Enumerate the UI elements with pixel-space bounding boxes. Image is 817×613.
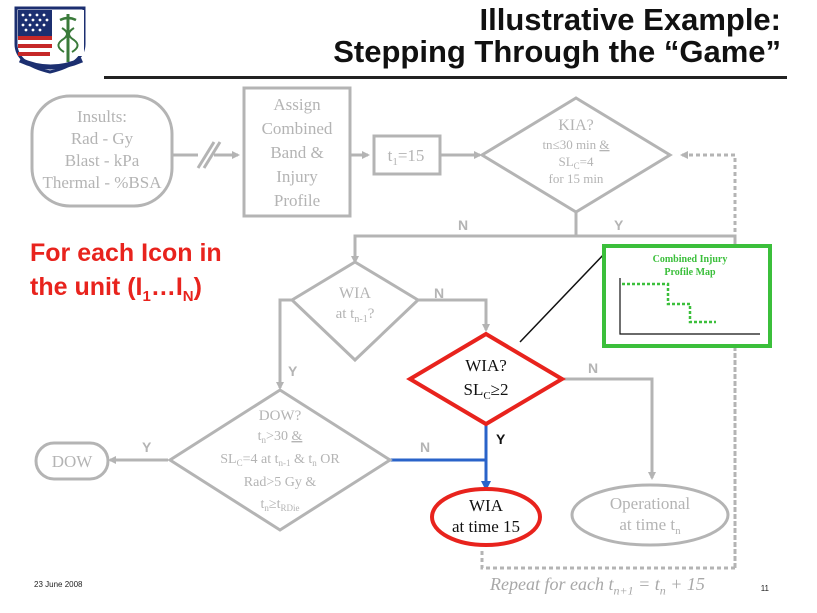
slide-title: Illustrative Example: Stepping Through t…: [333, 4, 781, 68]
repeat-note: Repeat for each tn+1 = tn + 15: [490, 574, 705, 598]
svg-text:at time 15: at time 15: [452, 517, 520, 536]
svg-text:for 15 min: for 15 min: [549, 171, 604, 186]
svg-text:WIA?: WIA?: [465, 356, 507, 375]
profile-map-box: [602, 244, 772, 348]
svg-text:at tn-1?: at tn-1?: [336, 306, 375, 325]
svg-text:Y: Y: [496, 431, 506, 447]
wia-decision: [406, 331, 566, 427]
side-note-line-2: the unit (I1…IN): [30, 273, 202, 305]
svg-text:KIA?: KIA?: [558, 117, 594, 134]
title-line-1: Illustrative Example:: [479, 2, 781, 37]
svg-text:Thermal - %BSA: Thermal - %BSA: [43, 173, 163, 192]
title-rule: [104, 76, 787, 79]
svg-text:Y: Y: [142, 439, 152, 455]
dow-decision: [167, 388, 393, 532]
svg-text:Assign: Assign: [273, 95, 321, 114]
svg-text:Combined Injury: Combined Injury: [653, 254, 728, 265]
svg-text:SLC=4 at tn-1 & tn OR: SLC=4 at tn-1 & tn OR: [220, 452, 340, 468]
svg-text:Y: Y: [288, 363, 298, 379]
svg-text:N: N: [588, 360, 598, 376]
kia-decision: [479, 96, 673, 214]
svg-text:Combined: Combined: [262, 119, 333, 138]
svg-text:DOW?: DOW?: [259, 408, 302, 424]
assign-box: [242, 86, 352, 218]
svg-text:t1=15: t1=15: [388, 146, 425, 168]
svg-text:DOW: DOW: [52, 452, 94, 471]
side-note-line-1: For each Icon in: [30, 239, 222, 267]
profile-map-callout: [519, 251, 607, 343]
insults-box: [30, 94, 174, 208]
svg-text:Insults:: Insults:: [77, 107, 127, 126]
title-line-2: Stepping Through the “Game”: [333, 34, 781, 69]
army-medical-crest-icon: [14, 6, 86, 74]
svg-text:tn≥tRDie: tn≥tRDie: [261, 497, 300, 513]
svg-text:Injury: Injury: [276, 167, 318, 186]
svg-text:Profile: Profile: [274, 191, 320, 210]
side-note: For each Icon in the unit (I1…IN): [30, 236, 222, 314]
connector-wiaprev-yes: [276, 298, 292, 390]
svg-text:Blast - kPa: Blast - kPa: [65, 151, 140, 170]
connector-wiaprev-no: [418, 298, 490, 332]
svg-text:Rad - Gy: Rad - Gy: [71, 129, 134, 148]
wia-result-terminal: [430, 487, 542, 547]
svg-text:tn≤30 min &: tn≤30 min &: [542, 137, 609, 152]
page-number: 11: [760, 584, 769, 593]
connector-wia-no: [562, 377, 656, 480]
svg-text:Profile Map: Profile Map: [664, 267, 716, 278]
footer-date: 23 June 2008: [34, 580, 83, 589]
svg-text:SLC=4: SLC=4: [558, 154, 594, 171]
svg-text:tn>30 &: tn>30 &: [258, 429, 303, 445]
svg-text:SLC≥2: SLC≥2: [463, 380, 508, 402]
svg-text:WIA: WIA: [469, 496, 504, 515]
svg-text:WIA: WIA: [339, 285, 371, 302]
svg-text:Y: Y: [614, 217, 624, 233]
svg-text:Rad>5 Gy &: Rad>5 Gy &: [244, 475, 317, 490]
dow-terminal: [34, 441, 110, 481]
connector-kia-no: [351, 234, 576, 264]
t1-box: [372, 134, 442, 176]
svg-text:N: N: [458, 217, 468, 233]
svg-text:N: N: [434, 285, 444, 301]
operational-terminal: [570, 483, 730, 547]
svg-text:Band &: Band &: [270, 143, 323, 162]
svg-text:Operational: Operational: [610, 494, 691, 513]
svg-text:at time tn: at time tn: [619, 515, 681, 537]
wia-previous-decision: [289, 260, 421, 363]
svg-text:N: N: [420, 439, 430, 455]
